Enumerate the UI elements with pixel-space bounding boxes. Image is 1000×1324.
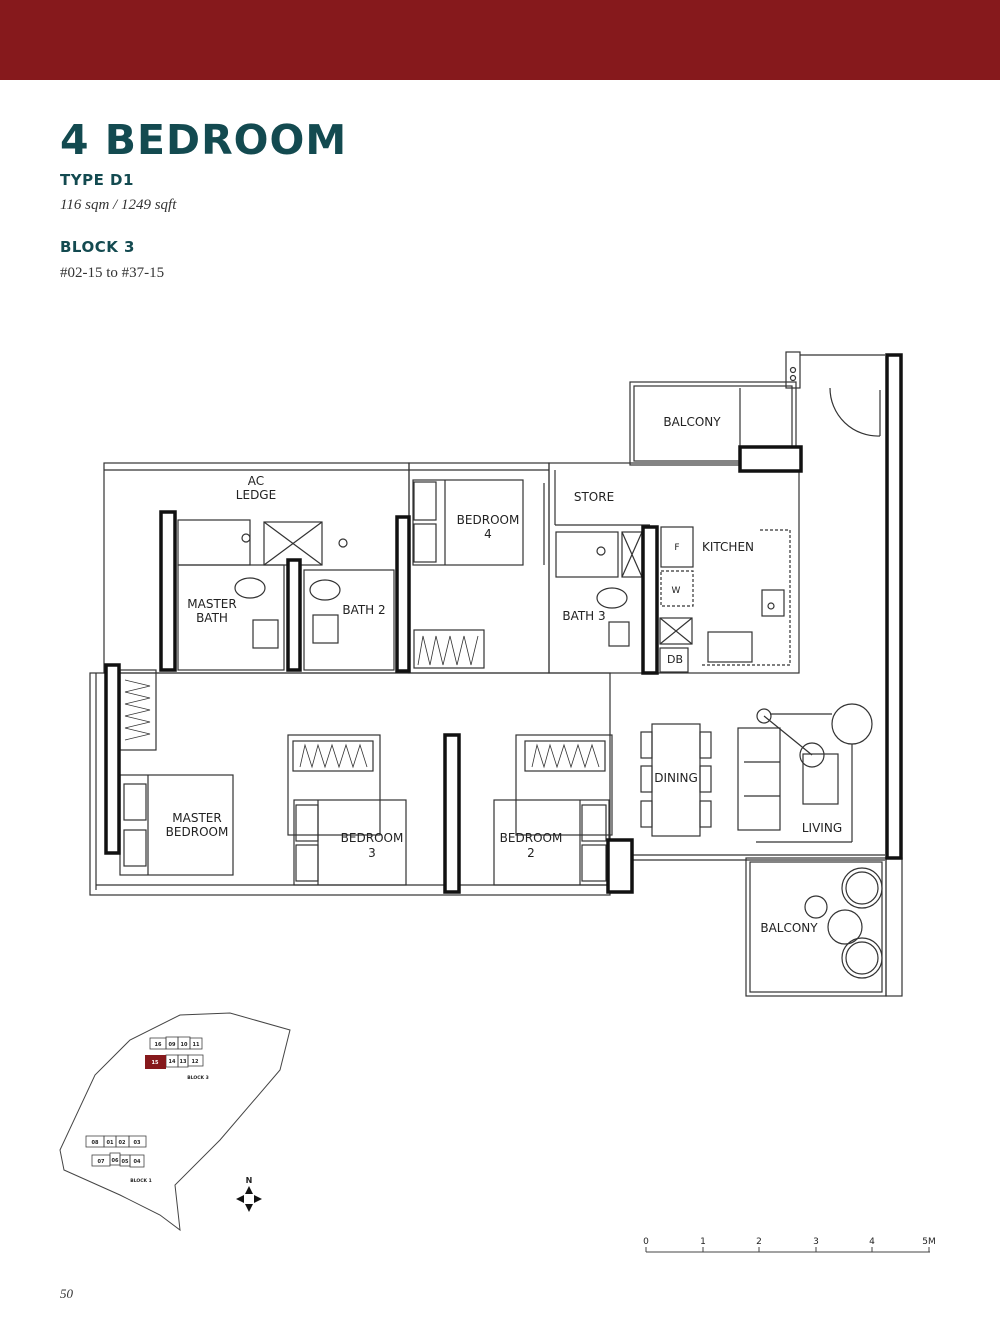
key-plan: 16 09 10 11 15 14 13 12 BLOCK 3 08 01 02… bbox=[59, 1012, 291, 1232]
structural-wall bbox=[606, 838, 634, 894]
db-label: DB bbox=[667, 653, 683, 666]
svg-text:07: 07 bbox=[98, 1159, 105, 1165]
svg-text:01: 01 bbox=[107, 1140, 114, 1146]
structural-wall bbox=[159, 510, 177, 672]
svg-text:12: 12 bbox=[192, 1059, 199, 1065]
room-label-ac-ledge: LEDGE bbox=[236, 488, 276, 502]
structural-wall bbox=[885, 353, 903, 860]
room-label-kitchen: KITCHEN bbox=[702, 540, 754, 554]
structural-wall bbox=[738, 445, 803, 473]
room-label-bedroom-3: 3 bbox=[368, 846, 376, 860]
svg-text:15: 15 bbox=[152, 1060, 159, 1066]
page-number: 50 bbox=[60, 1286, 73, 1301]
highlighted-unit bbox=[145, 1055, 166, 1069]
room-label-living: LIVING bbox=[802, 821, 842, 835]
svg-text:10: 10 bbox=[181, 1042, 188, 1048]
fridge-label: F bbox=[674, 543, 679, 553]
svg-text:4: 4 bbox=[869, 1237, 875, 1247]
room-label-bedroom-4: 4 bbox=[484, 527, 492, 541]
room-label-bedroom-3: BEDROOM bbox=[341, 831, 404, 845]
room-label-master-bedroom: BEDROOM bbox=[166, 825, 229, 839]
block-3-label: BLOCK 3 bbox=[187, 1075, 208, 1081]
svg-text:13: 13 bbox=[180, 1059, 187, 1065]
structural-wall bbox=[286, 558, 302, 672]
room-label-bedroom-2: 2 bbox=[527, 846, 535, 860]
structural-wall bbox=[104, 663, 121, 855]
room-label-balcony-bottom: BALCONY bbox=[760, 921, 818, 935]
room-label-master-bath: MASTER bbox=[187, 597, 236, 611]
scale-bar-labels: 0 1 2 3 4 5M bbox=[643, 1237, 936, 1247]
svg-text:11: 11 bbox=[193, 1042, 200, 1048]
room-label-master-bedroom: MASTER bbox=[172, 811, 221, 825]
structural-wall bbox=[395, 515, 411, 673]
svg-text:09: 09 bbox=[169, 1042, 176, 1048]
svg-text:5M: 5M bbox=[922, 1237, 936, 1247]
north-arrow-icon: N bbox=[236, 1176, 262, 1212]
page-title: 4 BEDROOM bbox=[60, 116, 348, 164]
svg-text:02: 02 bbox=[119, 1140, 126, 1146]
room-label-balcony-top: BALCONY bbox=[663, 415, 721, 429]
block-1-label: BLOCK 1 bbox=[130, 1178, 151, 1184]
scale-bar bbox=[645, 1247, 930, 1253]
unit-numbers: #02-15 to #37-15 bbox=[60, 265, 165, 281]
structural-wall bbox=[641, 525, 659, 675]
svg-text:14: 14 bbox=[169, 1059, 176, 1065]
room-label-bedroom-4: BEDROOM bbox=[457, 513, 520, 527]
washer-label: W bbox=[672, 586, 681, 596]
svg-text:04: 04 bbox=[134, 1159, 141, 1165]
room-label-dining: DINING bbox=[654, 771, 698, 785]
room-label-bath-2: BATH 2 bbox=[342, 603, 385, 617]
unit-type: TYPE D1 bbox=[60, 171, 134, 189]
header-band bbox=[0, 0, 1000, 80]
room-label-master-bath: BATH bbox=[196, 611, 228, 625]
room-label-store: STORE bbox=[574, 490, 614, 504]
svg-text:03: 03 bbox=[134, 1140, 141, 1146]
svg-text:3: 3 bbox=[813, 1237, 819, 1247]
block-label: BLOCK 3 bbox=[60, 238, 135, 256]
svg-text:2: 2 bbox=[756, 1237, 762, 1247]
svg-text:1: 1 bbox=[700, 1237, 706, 1247]
svg-text:N: N bbox=[246, 1176, 253, 1185]
svg-text:06: 06 bbox=[112, 1158, 119, 1164]
svg-text:08: 08 bbox=[92, 1140, 99, 1146]
svg-text:16: 16 bbox=[155, 1042, 162, 1048]
svg-text:0: 0 bbox=[643, 1237, 649, 1247]
room-label-bath-3: BATH 3 bbox=[562, 609, 605, 623]
svg-text:05: 05 bbox=[122, 1159, 129, 1165]
room-label-ac-ledge: AC bbox=[248, 474, 264, 488]
room-label-bedroom-2: BEDROOM bbox=[500, 831, 563, 845]
structural-wall bbox=[443, 733, 461, 894]
unit-area: 116 sqm / 1249 sqft bbox=[60, 197, 177, 213]
